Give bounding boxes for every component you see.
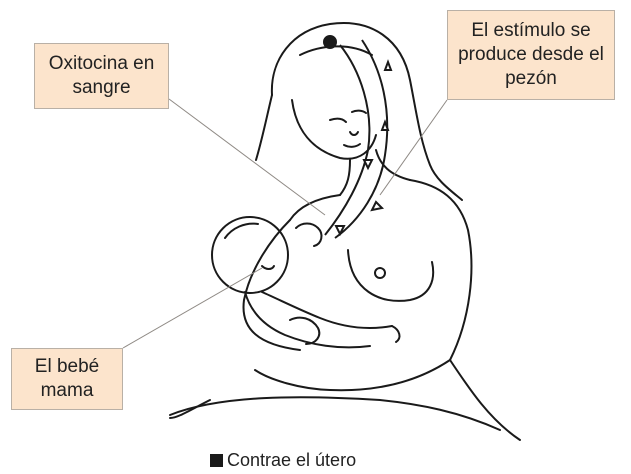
leader-line-bebe	[122, 267, 263, 349]
mother-hair	[270, 22, 463, 201]
arrow-triangle-4	[383, 59, 393, 71]
mother-lap	[169, 396, 501, 431]
callout-bebe: El bebé mama	[11, 348, 123, 410]
leader-line-estimulo	[379, 99, 448, 196]
legend: Contrae el útero	[210, 449, 356, 471]
arrow-triangle-5	[334, 225, 346, 237]
callout-oxitocina: Oxitocina en sangre	[34, 43, 169, 109]
leader-line-oxitocina	[168, 98, 326, 216]
mother-arm	[242, 219, 301, 351]
mother-hand	[289, 316, 321, 345]
nerve-path-right	[334, 39, 389, 239]
arrow-triangle-2	[370, 200, 385, 212]
mother-shoulder	[409, 179, 473, 361]
nerve-path-left	[324, 44, 371, 236]
baby-hand	[295, 222, 323, 247]
mother-neck	[339, 159, 351, 196]
pituitary-icon	[323, 35, 337, 49]
mother-breast	[347, 249, 435, 302]
arrow-triangle-3	[380, 119, 390, 131]
callout-estimulo: El estímulo se produce desde el pezón	[447, 10, 615, 100]
baby-head	[211, 216, 289, 294]
arrow-triangle-1	[362, 159, 374, 171]
baby-body	[261, 291, 393, 329]
legend-label: Contrae el útero	[227, 449, 357, 470]
mother-face	[291, 99, 377, 160]
legend-swatch	[210, 453, 223, 467]
